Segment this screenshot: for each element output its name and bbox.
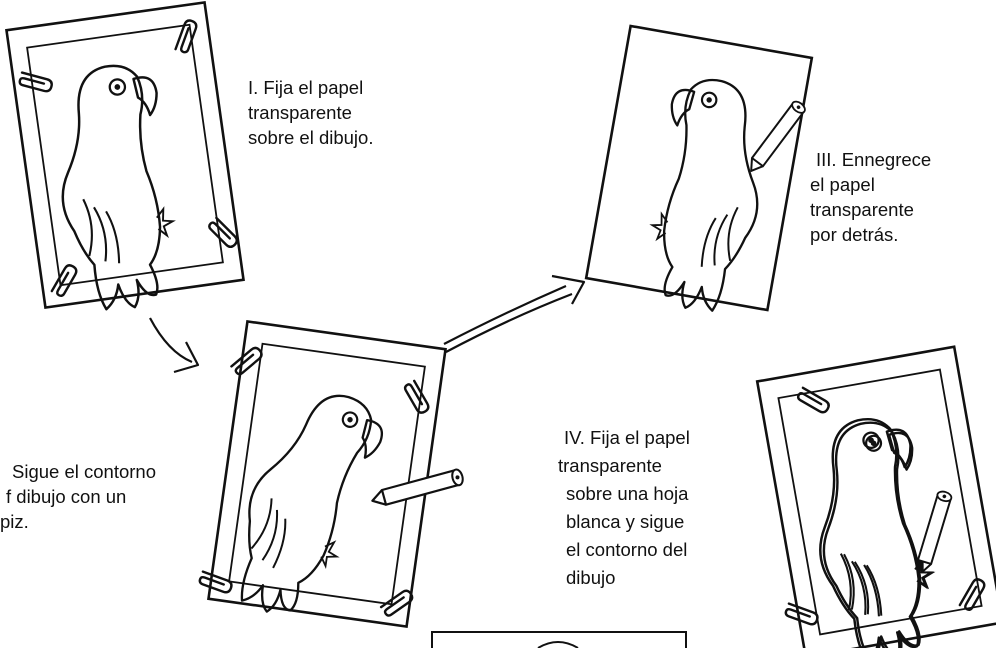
step2-caption-line: Sigue el contorno [12, 461, 156, 482]
step1-caption: I. Fija el papel transparente sobre el d… [248, 75, 373, 150]
step4-caption-line: dibujo [566, 567, 616, 588]
arrow-icon [149, 317, 200, 374]
step1-caption-line: sobre el dibujo. [248, 127, 374, 148]
bottom-frame [431, 631, 687, 648]
step1-caption-line: transparente [248, 102, 352, 123]
step4-caption: IV. Fija el papel transparente sobre una… [558, 424, 690, 592]
step3-caption-line: transparente [810, 199, 914, 220]
step4-caption-line: IV. Fija el papel [564, 427, 690, 448]
step2-caption: Sigue el contorno f dibujo con un piz. [0, 459, 156, 534]
arrow-icon [443, 274, 586, 353]
step4-caption-line: el contorno del [566, 539, 688, 560]
step2-caption-line: f dibujo con un [6, 486, 127, 507]
step3-caption-line: III. Ennegrece [816, 149, 932, 170]
step2-caption-line: piz. [0, 511, 29, 532]
step4-caption-line: sobre una hoja [566, 483, 689, 504]
step3-caption-line: el papel [810, 174, 875, 195]
step3-caption-line: por detrás. [810, 224, 899, 245]
step4-caption-line: blanca y sigue [566, 511, 685, 532]
step1-sheet [5, 1, 245, 317]
step3-sheet [584, 24, 814, 319]
step4-caption-line: transparente [558, 455, 662, 476]
step1-caption-line: I. Fija el papel [248, 77, 364, 98]
step3-caption: III. Ennegrece el papel transparente por… [810, 147, 931, 247]
